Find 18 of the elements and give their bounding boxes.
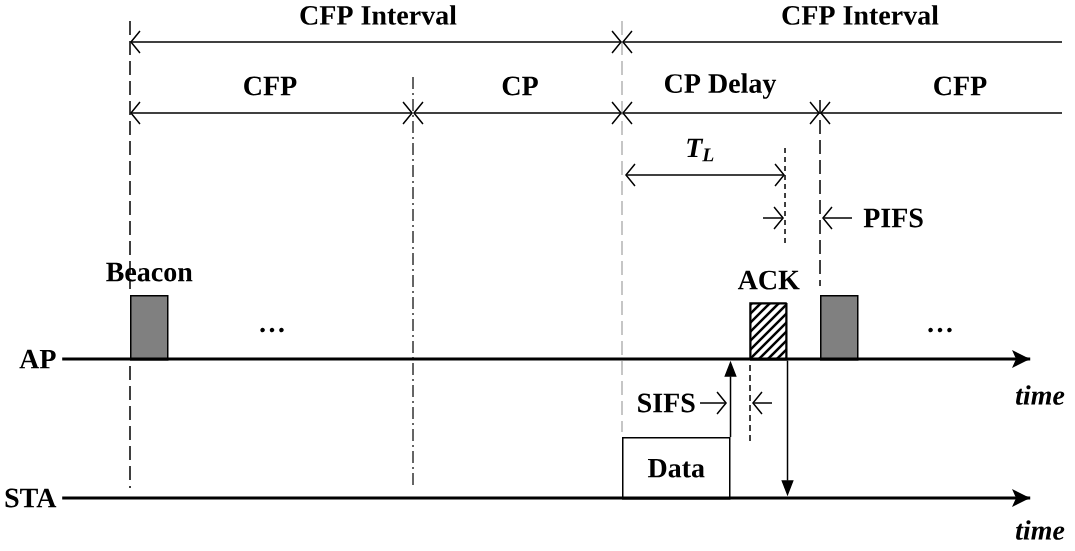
dimension-label: CP [502,76,538,96]
dimension-label: T$_{L}$ [687,138,714,162]
dimension-label: CP Delay [665,73,777,99]
dimension-label: CFP [244,76,297,96]
dimension-label: CFP Interval [300,5,457,25]
dimension-label: PIFS [863,208,923,228]
node-label: AP [19,349,56,369]
node-label: STA [5,488,57,508]
frame-box [820,295,859,361]
ellipsis: … [928,327,952,333]
dimension-label: CFP [934,76,987,96]
dimension-label: CFP Interval [782,5,939,25]
axis-label: time [1016,385,1065,405]
axis-label: time [1016,520,1065,540]
frame-box: Data [622,437,731,500]
node-label: ACK [737,270,800,290]
node-label: Beacon [106,262,193,282]
dimension-label: SIFS [638,393,695,413]
